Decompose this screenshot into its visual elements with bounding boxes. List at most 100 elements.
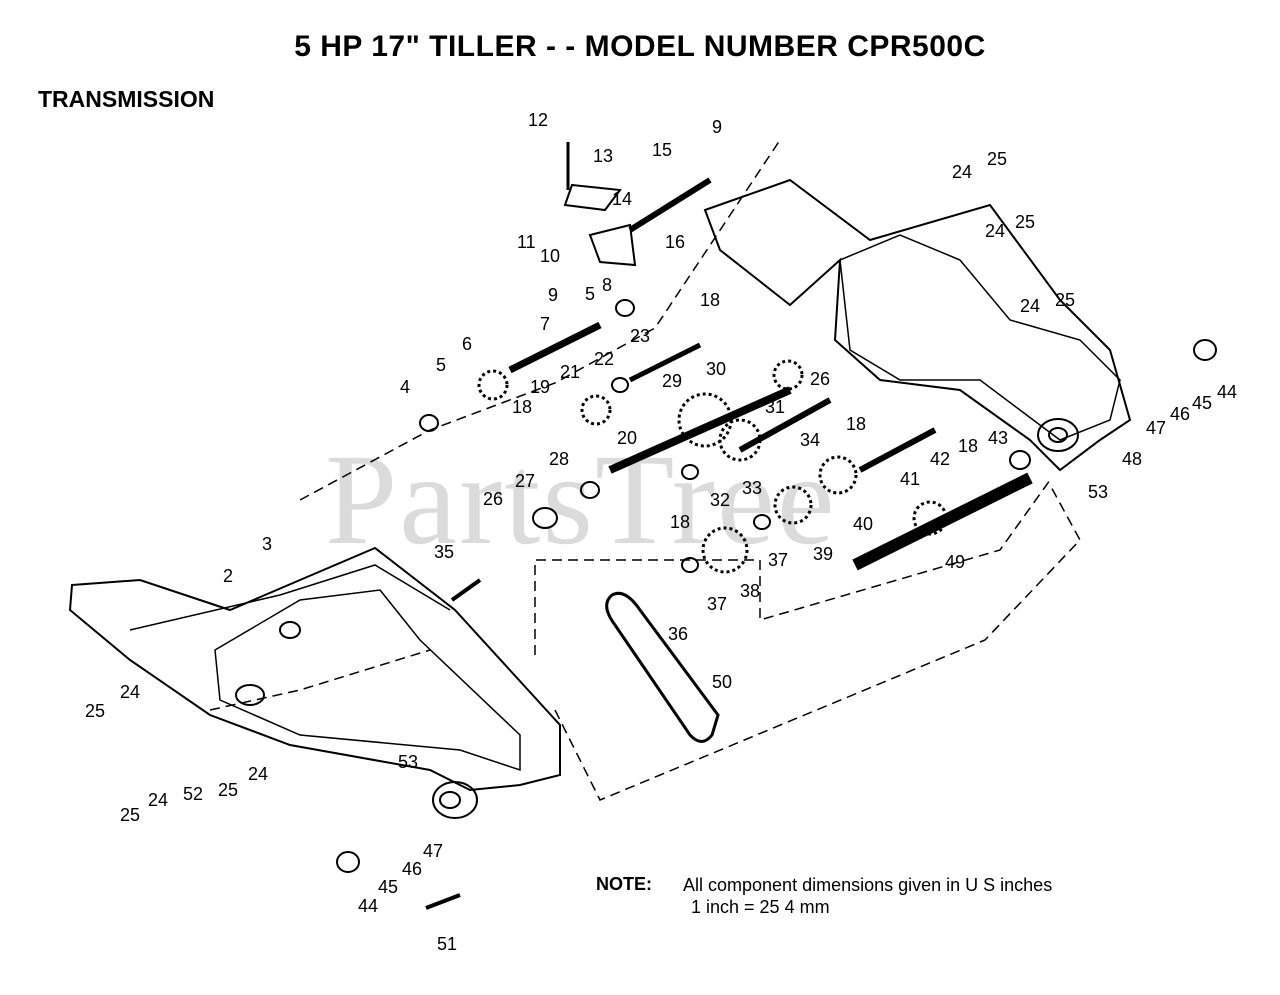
callout-25: 25	[218, 780, 238, 800]
callout-26: 26	[810, 369, 830, 389]
callout-18: 18	[958, 436, 978, 456]
callout-37: 37	[707, 594, 727, 614]
left-housing-slot	[279, 621, 301, 639]
note-line-2: 1 inch = 25 4 mm	[691, 897, 830, 917]
shaft-16	[628, 177, 712, 233]
callout-24: 24	[1020, 296, 1040, 316]
note-line-1: All component dimensions given in U S in…	[683, 875, 1053, 895]
callout-14: 14	[612, 189, 632, 209]
callout-18: 18	[700, 290, 720, 310]
callout-9: 9	[548, 285, 558, 305]
callout-38: 38	[740, 581, 760, 601]
callout-10: 10	[540, 246, 560, 266]
callout-51: 51	[437, 934, 457, 954]
guide-line-belt	[554, 484, 1081, 801]
gear-31	[772, 359, 804, 391]
callout-20: 20	[617, 428, 637, 448]
bushing-22	[611, 377, 629, 393]
callout-24: 24	[148, 790, 168, 810]
right-transmission-housing	[703, 178, 1132, 472]
callout-3: 3	[262, 534, 272, 554]
callout-30: 30	[706, 359, 726, 379]
callout-2: 2	[223, 566, 233, 586]
callout-46: 46	[1170, 404, 1190, 424]
callout-21: 21	[560, 362, 580, 382]
bushing-28	[580, 481, 600, 499]
callout-4: 4	[400, 377, 410, 397]
shaft-7	[508, 321, 602, 374]
page-title: 5 HP 17" TILLER - - MODEL NUMBER CPR500C	[294, 30, 986, 63]
callout-35: 35	[434, 542, 454, 562]
callout-18: 18	[670, 512, 690, 532]
callout-11: 11	[517, 232, 536, 252]
callout-22: 22	[594, 349, 614, 369]
bolt-51	[425, 893, 461, 910]
callout-44: 44	[1217, 382, 1237, 402]
callout-50: 50	[712, 672, 732, 692]
callout-46: 46	[402, 859, 422, 879]
callout-25: 25	[85, 701, 105, 721]
gear-6	[477, 369, 509, 401]
right-pulley-53	[1037, 418, 1079, 452]
left-housing-top-edge	[129, 564, 451, 631]
callout-39: 39	[813, 544, 833, 564]
bolt-35	[450, 578, 482, 602]
callout-48: 48	[1122, 449, 1142, 469]
callout-7: 7	[540, 314, 550, 334]
callout-16: 16	[665, 232, 685, 252]
callout-24: 24	[952, 162, 972, 182]
callout-9: 9	[712, 117, 722, 137]
callout-8: 8	[602, 275, 612, 295]
callout-28: 28	[549, 449, 569, 469]
note-label: NOTE:	[596, 874, 652, 894]
left-pulley-53	[432, 781, 478, 819]
callout-41: 41	[900, 469, 920, 489]
guide-line-lower	[534, 479, 1051, 655]
shaft-30	[608, 386, 792, 474]
callout-29: 29	[662, 371, 682, 391]
callout-5: 5	[585, 284, 595, 304]
left-transmission-housing	[68, 546, 561, 792]
left-housing-bore	[235, 684, 265, 706]
callout-44: 44	[358, 896, 378, 916]
sprocket-29	[677, 392, 733, 448]
left-housing-inner	[214, 589, 521, 772]
shift-bracket-14	[588, 223, 637, 267]
callout-15: 15	[652, 140, 672, 160]
sprocket-39	[773, 485, 813, 525]
right-housing-inner	[839, 234, 1121, 441]
callout-42: 42	[930, 449, 950, 469]
bushing-8	[615, 299, 635, 317]
bushing-44-right	[1193, 339, 1217, 361]
callout-25: 25	[120, 805, 140, 825]
sprocket-49	[912, 500, 948, 536]
shaft-49	[852, 472, 1033, 571]
guide-line-left	[209, 649, 431, 711]
callout-52: 52	[183, 784, 203, 804]
drive-belt-50	[605, 591, 720, 743]
guide-line-frame	[299, 139, 781, 501]
section-heading: TRANSMISSION	[38, 86, 215, 112]
callout-13: 13	[593, 146, 613, 166]
callout-36: 36	[668, 624, 688, 644]
callout-6: 6	[462, 334, 472, 354]
callout-26: 26	[483, 489, 503, 509]
callout-5: 5	[436, 355, 446, 375]
callout-40: 40	[853, 514, 873, 534]
callout-45: 45	[1192, 393, 1212, 413]
callout-45: 45	[378, 877, 398, 897]
shaft-23	[628, 342, 702, 383]
sprocket-40	[818, 455, 858, 495]
callout-49: 49	[945, 552, 965, 572]
callout-53: 53	[1088, 482, 1108, 502]
callout-53: 53	[398, 752, 418, 772]
shaft-34	[738, 397, 832, 453]
callout-25: 25	[1015, 212, 1035, 232]
callout-37: 37	[768, 550, 788, 570]
bushing-27	[532, 507, 558, 529]
callout-33: 33	[742, 478, 762, 498]
callout-24: 24	[120, 682, 140, 702]
callout-43: 43	[988, 428, 1008, 448]
bushing-37a	[681, 557, 699, 573]
